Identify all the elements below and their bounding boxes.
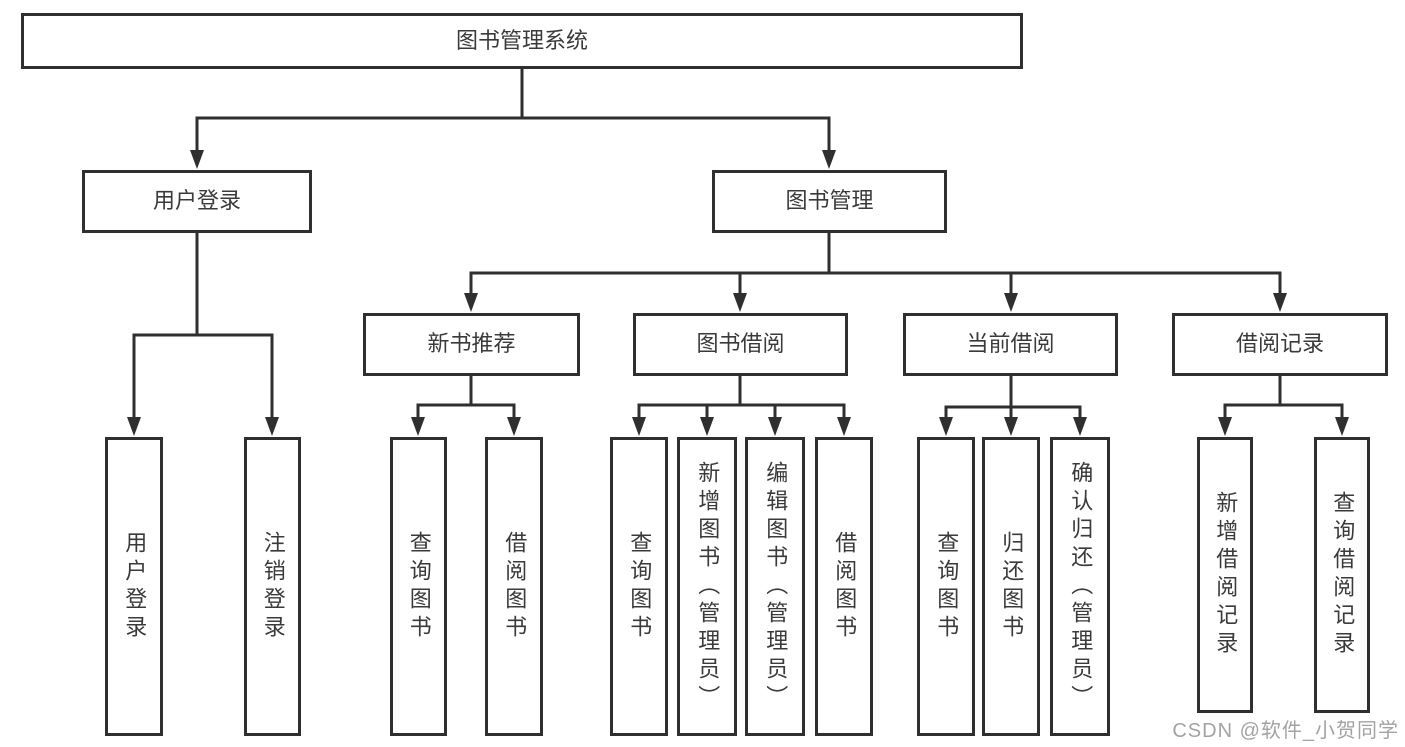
leaf-query-books-borrowing: 查询图书: [610, 437, 668, 736]
arrowheads: [127, 150, 1349, 436]
csdn-watermark: CSDN @软件_小贺同学: [1172, 720, 1399, 742]
node-user-login: 用户登录: [82, 170, 312, 233]
leaf-query-books-recommend: 查询图书: [390, 437, 447, 736]
leaf-query-borrow-record: 查询借阅记录: [1314, 437, 1370, 713]
node-book-borrowing: 图书借阅: [633, 313, 848, 376]
leaf-add-borrow-record: 新增借阅记录: [1197, 437, 1253, 713]
leaf-query-books-current: 查询图书: [917, 437, 975, 736]
node-book-management: 图书管理: [712, 170, 947, 233]
leaf-borrow-books-recommend: 借阅图书: [485, 437, 543, 736]
leaf-add-books-admin: 新增图书（管理员）: [677, 437, 737, 736]
leaf-user-login: 用户登录: [105, 437, 163, 736]
node-current-borrowing: 当前借阅: [903, 313, 1118, 376]
leaf-return-books: 归还图书: [982, 437, 1040, 736]
node-new-book-recommend: 新书推荐: [363, 313, 580, 376]
leaf-edit-books-admin: 编辑图书（管理员）: [745, 437, 805, 736]
node-borrow-records: 借阅记录: [1172, 313, 1388, 376]
node-library-system: 图书管理系统: [21, 13, 1023, 69]
leaf-borrow-books: 借阅图书: [815, 437, 873, 736]
leaf-confirm-return-admin: 确认归还（管理员）: [1050, 437, 1110, 736]
leaf-logout: 注销登录: [244, 437, 301, 736]
